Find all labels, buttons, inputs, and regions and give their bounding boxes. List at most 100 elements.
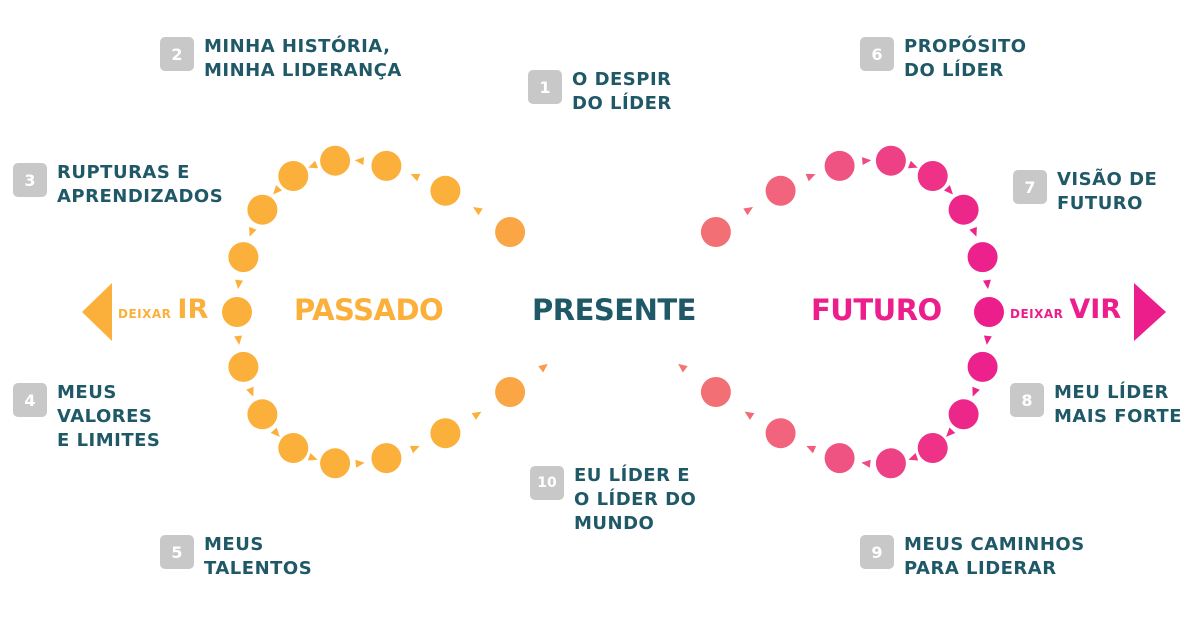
step-6-label: PROPÓSITO DO LÍDER — [904, 36, 1027, 81]
infinity-dot — [700, 377, 731, 407]
flow-arrow-icon — [946, 427, 956, 437]
flow-arrow-icon — [410, 173, 421, 182]
step-7-badge: 7 — [1013, 170, 1047, 204]
infinity-dot — [824, 150, 855, 181]
zone-present: PRESENTE — [532, 293, 696, 327]
flow-arrow-icon — [805, 173, 816, 182]
direction-left-small: DEIXAR — [118, 307, 172, 321]
flow-arrow-icon — [472, 207, 483, 216]
flow-arrow-icon — [307, 452, 318, 461]
direction-left: DEIXAR IR — [118, 294, 208, 325]
flow-arrow-icon — [861, 459, 871, 468]
infinity-dot — [765, 175, 796, 206]
flow-arrow-icon — [969, 226, 977, 237]
step-3-badge: 3 — [13, 163, 47, 197]
flow-arrow-icon — [972, 386, 980, 397]
step-8-badge: 8 — [1010, 383, 1044, 417]
flow-arrow-icon — [308, 160, 319, 169]
step-8: 8 MEU LÍDER MAIS FORTE — [1010, 382, 1182, 429]
step-4-badge: 4 — [13, 383, 47, 417]
step-4-label: MEUS VALORES E LIMITES — [57, 382, 161, 451]
zone-future: FUTURO — [811, 293, 942, 327]
infinity-dot — [967, 351, 998, 382]
right-arrow-icon — [1134, 283, 1166, 341]
left-arrow-icon — [82, 283, 112, 341]
direction-right-big: VIR — [1069, 294, 1122, 325]
step-2: 2 MINHA HISTÓRIA, MINHA LIDERANÇA — [160, 36, 402, 83]
flow-arrow-icon — [234, 335, 243, 345]
infinity-dots — [222, 145, 1004, 479]
flow-arrow-icon — [907, 160, 918, 169]
flow-arrow-icon — [806, 445, 817, 454]
flow-arrow-icon — [409, 445, 420, 454]
step-1-label: O DESPIR DO LÍDER — [572, 69, 672, 114]
flow-arrow-icon — [471, 411, 482, 420]
flow-arrow-icon — [983, 335, 992, 345]
step-3: 3 RUPTURAS E APRENDIZADOS — [13, 162, 224, 209]
infinity-dot — [948, 194, 979, 225]
flow-arrow-icon — [249, 226, 257, 237]
infinity-dot — [320, 145, 351, 176]
infinity-dot — [228, 351, 259, 382]
step-8-label: MEU LÍDER MAIS FORTE — [1054, 382, 1182, 427]
infinity-dot — [967, 242, 998, 273]
infinity-dot — [247, 399, 278, 430]
step-5-badge: 5 — [160, 535, 194, 569]
step-6-badge: 6 — [860, 37, 894, 71]
step-3-label: RUPTURAS E APRENDIZADOS — [57, 162, 224, 207]
step-9-badge: 9 — [860, 535, 894, 569]
flow-arrow-icon — [273, 185, 283, 195]
infinity-dot — [974, 297, 1004, 327]
step-9-label: MEUS CAMINHOS PARA LIDERAR — [904, 534, 1085, 579]
step-7: 7 VISÃO DE FUTURO — [1013, 169, 1158, 216]
infinity-dot — [430, 418, 461, 449]
zone-past: PASSADO — [294, 293, 444, 327]
flow-arrow-icon — [354, 157, 365, 166]
flow-arrow-icon — [743, 207, 754, 216]
infinity-dot — [222, 297, 252, 327]
step-9: 9 MEUS CAMINHOS PARA LIDERAR — [860, 534, 1085, 581]
infinity-dot — [371, 443, 402, 474]
infinity-dot — [371, 150, 402, 181]
step-5: 5 MEUS TALENTOS — [160, 534, 312, 581]
direction-right: DEIXAR VIR — [1010, 294, 1121, 325]
infinity-dot — [917, 433, 948, 463]
infinity-dot — [278, 433, 309, 463]
step-10: 10 EU LÍDER E O LÍDER DO MUNDO — [530, 465, 697, 536]
infinity-dot — [875, 448, 906, 479]
infinity-dot — [765, 418, 796, 449]
flow-arrow-icon — [943, 185, 953, 195]
flow-arrow-icon — [861, 157, 872, 166]
infinity-dot — [948, 399, 979, 430]
step-2-label: MINHA HISTÓRIA, MINHA LIDERANÇA — [204, 36, 402, 81]
flow-arrow-icon — [538, 363, 548, 373]
infinity-dot — [278, 161, 309, 191]
infinity-dot — [320, 448, 351, 479]
flow-arrow-icon — [246, 386, 254, 397]
infinity-dot — [824, 443, 855, 474]
step-4: 4 MEUS VALORES E LIMITES — [13, 382, 161, 453]
direction-right-small: DEIXAR — [1010, 307, 1064, 321]
flow-arrow-icon — [678, 363, 688, 373]
step-7-label: VISÃO DE FUTURO — [1057, 169, 1158, 214]
flow-arrow-icon — [235, 279, 244, 290]
infinity-dot — [228, 242, 259, 273]
infinity-dot — [495, 377, 526, 407]
flow-arrow-icon — [744, 411, 755, 420]
step-6: 6 PROPÓSITO DO LÍDER — [860, 36, 1027, 83]
flow-arrow-icon — [270, 427, 280, 437]
flow-arrow-icon — [982, 279, 991, 290]
step-1: 1 O DESPIR DO LÍDER — [528, 69, 672, 116]
step-2-badge: 2 — [160, 37, 194, 71]
infinity-dot — [495, 217, 526, 247]
direction-left-big: IR — [177, 294, 209, 325]
flow-arrow-icon — [908, 452, 919, 461]
infinity-dot — [875, 145, 906, 176]
step-10-label: EU LÍDER E O LÍDER DO MUNDO — [574, 465, 697, 534]
step-1-badge: 1 — [528, 70, 562, 104]
infinity-dot — [247, 194, 278, 225]
infinity-dot — [700, 217, 731, 247]
infinity-dot — [917, 161, 948, 191]
step-10-badge: 10 — [530, 466, 564, 500]
